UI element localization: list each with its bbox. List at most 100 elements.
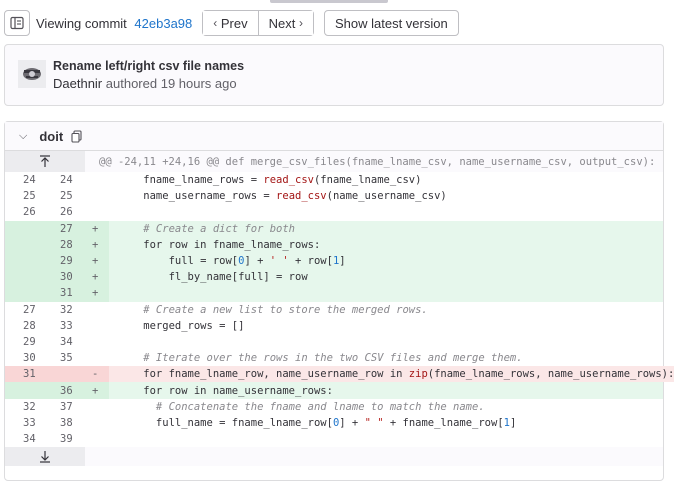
diff-sign: +: [85, 285, 109, 302]
commit-pager: ‹ Prev Next ›: [202, 10, 314, 36]
next-commit-button[interactable]: Next ›: [257, 11, 313, 35]
diff-line: 30 35 # Iterate over the rows in the two …: [5, 350, 663, 366]
avatar[interactable]: [18, 60, 46, 88]
toggle-file-tree-button[interactable]: [4, 10, 30, 36]
code-line: [109, 204, 663, 220]
new-line-number[interactable]: 28: [45, 236, 85, 253]
code-line: name_username_rows = read_csv(name_usern…: [118, 190, 447, 203]
diff-line: 33 38 full_name = fname_lname_row[0] + " …: [5, 415, 663, 431]
code-line: [109, 285, 663, 302]
diff-line: 29 34: [5, 334, 663, 350]
diff-line-added: 30+ fl_by_name[full] = row: [5, 269, 663, 286]
new-line-number[interactable]: 31: [45, 285, 85, 302]
old-line-number[interactable]: 30: [23, 352, 36, 365]
commit-info-box: Rename left/right csv file names Daethni…: [4, 44, 664, 106]
code-line: [109, 431, 663, 447]
old-line-number[interactable]: [5, 382, 45, 399]
copy-icon[interactable]: [71, 129, 83, 143]
commit-toolbar: Viewing commit 42eb3a98 ‹ Prev Next › Sh…: [4, 10, 459, 36]
diff-line: 25 25 name_username_rows = read_csv(name_…: [5, 188, 663, 204]
commit-title[interactable]: Rename left/right csv file names: [53, 59, 245, 73]
old-line-number[interactable]: [5, 252, 45, 270]
new-line-number[interactable]: 35: [60, 352, 73, 365]
diff-sign: [85, 415, 109, 431]
code-line: for fname_lname_row, name_username_row i…: [109, 366, 674, 383]
diff-sign: [85, 302, 109, 318]
commit-author[interactable]: Daethnir: [53, 76, 103, 91]
diff-sign: [85, 399, 109, 415]
new-line-number[interactable]: [45, 366, 85, 383]
code-line: [109, 334, 663, 350]
arrow-down-icon: [40, 451, 50, 463]
new-line-number[interactable]: 30: [45, 269, 85, 286]
chevron-down-icon[interactable]: ⌵: [19, 129, 28, 142]
file-tree-icon: [10, 16, 24, 30]
commit-time: 19 hours ago: [160, 76, 237, 91]
code-line: # Create a dict for both: [109, 220, 663, 237]
diff-sign: +: [85, 220, 109, 237]
code-line: for row in fname_lname_rows:: [109, 236, 663, 253]
prev-commit-button[interactable]: ‹ Prev: [203, 11, 258, 35]
diff-line: 26 26: [5, 204, 663, 220]
chevron-left-icon: ‹: [213, 16, 218, 30]
new-line-number[interactable]: 34: [60, 335, 73, 348]
diff-sign: +: [85, 269, 109, 286]
old-line-number[interactable]: [5, 269, 45, 286]
old-line-number[interactable]: 34: [23, 433, 36, 446]
new-line-number[interactable]: 32: [60, 303, 73, 316]
new-line-number[interactable]: 26: [60, 206, 73, 219]
file-name[interactable]: doit: [39, 128, 64, 144]
new-line-number[interactable]: 39: [60, 433, 73, 446]
diff-line-added: 36+ for row in name_username_rows:: [5, 382, 663, 399]
code-line: fname_lname_rows = read_csv(fname_lname_…: [118, 174, 422, 187]
diff-sign: [85, 318, 109, 334]
old-line-number[interactable]: [5, 220, 45, 237]
diff-sign: [85, 431, 109, 447]
diff-lines: 24 24 fname_lname_rows = read_csv(fname_l…: [5, 172, 674, 447]
diff-line-added: 29+ full = row[0] + ' ' + row[1]: [5, 252, 663, 270]
expand-down-button[interactable]: [5, 447, 85, 467]
old-line-number[interactable]: 25: [23, 190, 36, 203]
code-line: for row in name_username_rows:: [109, 382, 663, 399]
old-line-number[interactable]: 27: [23, 303, 36, 316]
avatar-icon: [18, 60, 46, 88]
expand-down-row: [5, 447, 663, 467]
old-line-number[interactable]: 32: [23, 400, 36, 413]
expand-up-button[interactable]: [5, 151, 85, 172]
old-line-number[interactable]: 31: [5, 366, 45, 383]
new-line-number[interactable]: 24: [60, 174, 73, 187]
diff-line-added: 31+: [5, 285, 663, 302]
old-line-number[interactable]: 29: [23, 335, 36, 348]
new-line-number[interactable]: 29: [45, 252, 85, 270]
old-line-number[interactable]: 33: [23, 416, 36, 429]
old-line-number[interactable]: 24: [23, 174, 36, 187]
old-line-number[interactable]: 26: [23, 206, 36, 219]
viewing-commit-label: Viewing commit 42eb3a98: [36, 16, 192, 31]
diff-file-header: ⌵ doit: [5, 122, 663, 151]
code-line: # Create a new list to store the merged …: [118, 303, 428, 316]
diff-sign: [85, 172, 109, 188]
hunk-header-row: @@ -24,11 +24,16 @@ def merge_csv_files(…: [5, 151, 663, 172]
show-latest-version-button[interactable]: Show latest version: [323, 10, 459, 36]
code-line: fl_by_name[full] = row: [109, 269, 663, 286]
new-line-number[interactable]: 36: [45, 382, 85, 399]
old-line-number[interactable]: [5, 285, 45, 302]
diff-line-added: 28+ for row in fname_lname_rows:: [5, 236, 663, 253]
old-line-number[interactable]: [5, 236, 45, 253]
code-line: # Iterate over the rows in the two CSV f…: [118, 352, 523, 365]
new-line-number[interactable]: 33: [60, 319, 73, 332]
new-line-number[interactable]: 27: [45, 220, 85, 237]
new-line-number[interactable]: 37: [60, 400, 73, 413]
diff-line: 24 24 fname_lname_rows = read_csv(fname_l…: [5, 172, 663, 188]
new-line-number[interactable]: 38: [60, 416, 73, 429]
commit-sha-link[interactable]: 42eb3a98: [134, 15, 193, 31]
new-line-number[interactable]: 25: [60, 190, 73, 203]
old-line-number[interactable]: 28: [23, 319, 36, 332]
code-line: full_name = fname_lname_row[0] + " " + f…: [118, 416, 517, 429]
diff-line: 34 39: [5, 431, 663, 447]
diff-sign: +: [85, 252, 109, 270]
diff-sign: +: [85, 236, 109, 253]
diff-sign: [85, 350, 109, 366]
